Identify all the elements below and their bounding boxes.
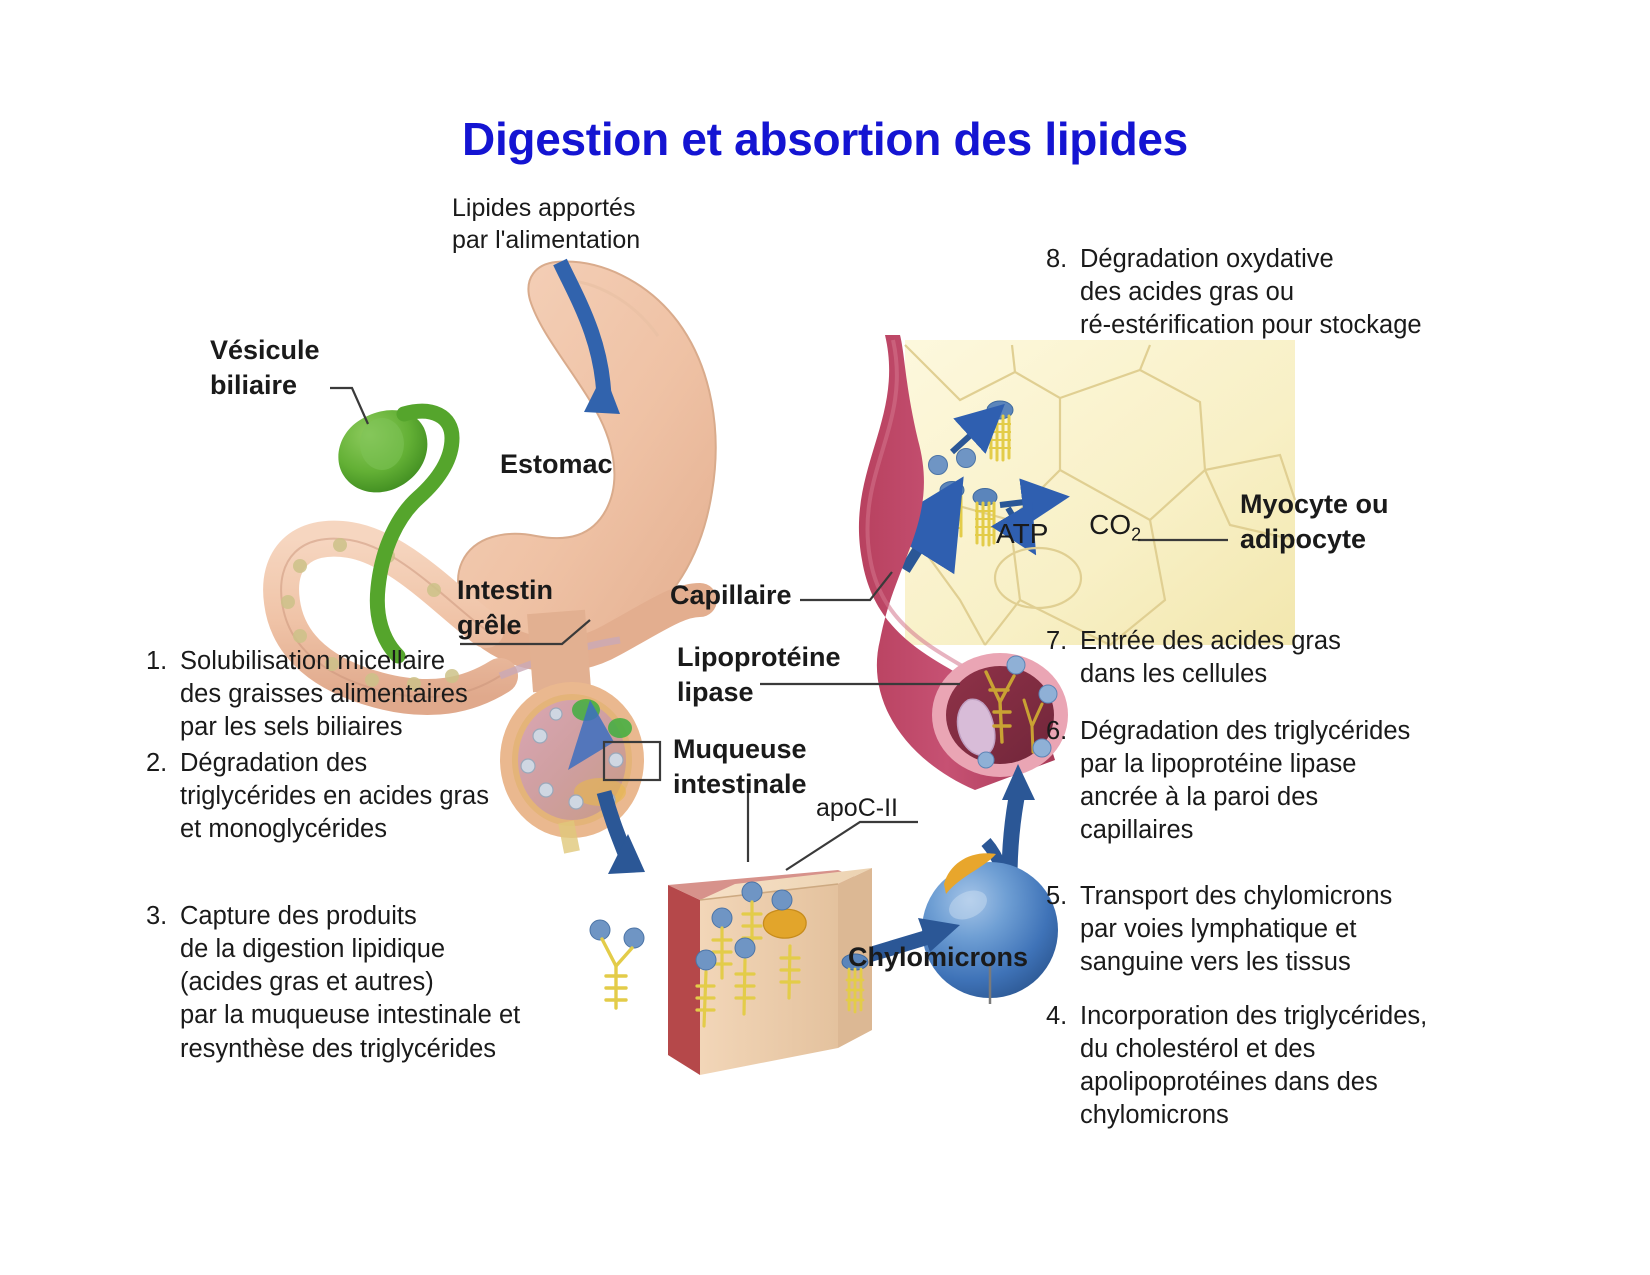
label-apoc2: apoC-II [816,794,898,822]
step-item-4: 4. Incorporation des triglycérides, du c… [1046,1000,1427,1133]
step-item-5: 5. Transport des chylomicrons par voies … [1046,880,1392,979]
label-chylomicrons: Chylomicrons [848,942,1029,972]
label-capillary: Capillaire [670,580,792,610]
step-number: 5. [1046,882,1068,910]
leader-gallbladder [330,386,370,425]
leader-capillary [800,571,893,602]
myocyte-adipocyte-panel [879,340,1297,646]
step-item-7: 7. Entrée des acides gras dans les cellu… [1046,625,1341,691]
label-lipoprotein-lipase: Lipoprotéine lipase [677,642,841,707]
co2-text: CO [1089,508,1132,540]
chylomicron-sphere [849,838,1058,1004]
intestinal-mucosa-slab [589,868,872,1075]
label-intestinal-mucosa: Muqueuse intestinale [673,734,807,799]
step-item-8: 8. Dégradation oxydative des acides gras… [1046,243,1422,342]
fatty-acid-symbols-capillary [977,655,1058,769]
step-number: 4. [1046,1002,1068,1030]
apoc2-patch [944,853,996,894]
step-text: Incorporation des triglycérides, du chol… [1080,1002,1428,1130]
step-number: 6. [1046,717,1068,745]
label-small-intestine: Intestin grêle [457,575,554,640]
step-text: Entrée des acides gras dans les cellules [1080,627,1341,689]
bile-duct [369,403,460,664]
arrow-to-atp [990,501,1037,556]
mucosa-left-face [668,885,700,1075]
gallbladder-organ [338,403,460,664]
step-item-3: 3. Capture des produits de la digestion … [146,900,520,1066]
arrow-mucosa-to-chylomicron [918,918,960,952]
label-myocyte-adipocyte: Myocyte ou adipocyte [1240,489,1389,554]
step-item-2: 2. Dégradation des triglycérides en acid… [146,747,489,846]
label-atp: ATP [996,518,1049,549]
step-text: Capture des produits de la digestion lip… [180,902,521,1063]
page-title: Digestion et absortion des lipides [462,113,1188,165]
fatty-acid-symbols-mucosa [589,881,869,1028]
step-number: 8. [1046,245,1068,273]
small-intestine-loop [263,520,717,874]
arrow-reesterification [949,403,1005,455]
step-number: 2. [146,749,168,777]
arrow-fatty-acid-entry [879,476,964,575]
step-item-1: 1. Solubilisation micellaire des graisse… [146,645,468,744]
magnification-box [602,740,662,782]
step-text: Dégradation oxydative des acides gras ou… [1080,245,1422,340]
step-text: Dégradation des triglycérides par la lip… [1080,717,1411,845]
step-number: 1. [146,647,168,675]
label-lipid-intake: Lipides apportés par l'alimentation [452,194,641,254]
apoc2-blob [762,908,807,939]
co2-subscript: 2 [1131,524,1142,545]
step-text: Solubilisation micellaire des graisses a… [180,647,468,742]
step-text: Dégradation des triglycérides en acides … [180,749,489,844]
step-text: Transport des chylomicrons par voies lym… [1080,882,1393,977]
label-gallbladder: Vésicule biliaire [210,335,320,400]
step-number: 7. [1046,627,1068,655]
label-co2: CO2 [1058,471,1141,582]
leader-apoc2 [785,820,918,871]
atp-oval [993,546,1083,610]
callout-leaders [330,386,1228,871]
step-number: 3. [146,902,168,930]
leader-small-intestine [460,619,591,646]
step-item-6: 6. Dégradation des triglycérides par la … [1046,715,1410,848]
label-stomach: Estomac [500,449,613,479]
